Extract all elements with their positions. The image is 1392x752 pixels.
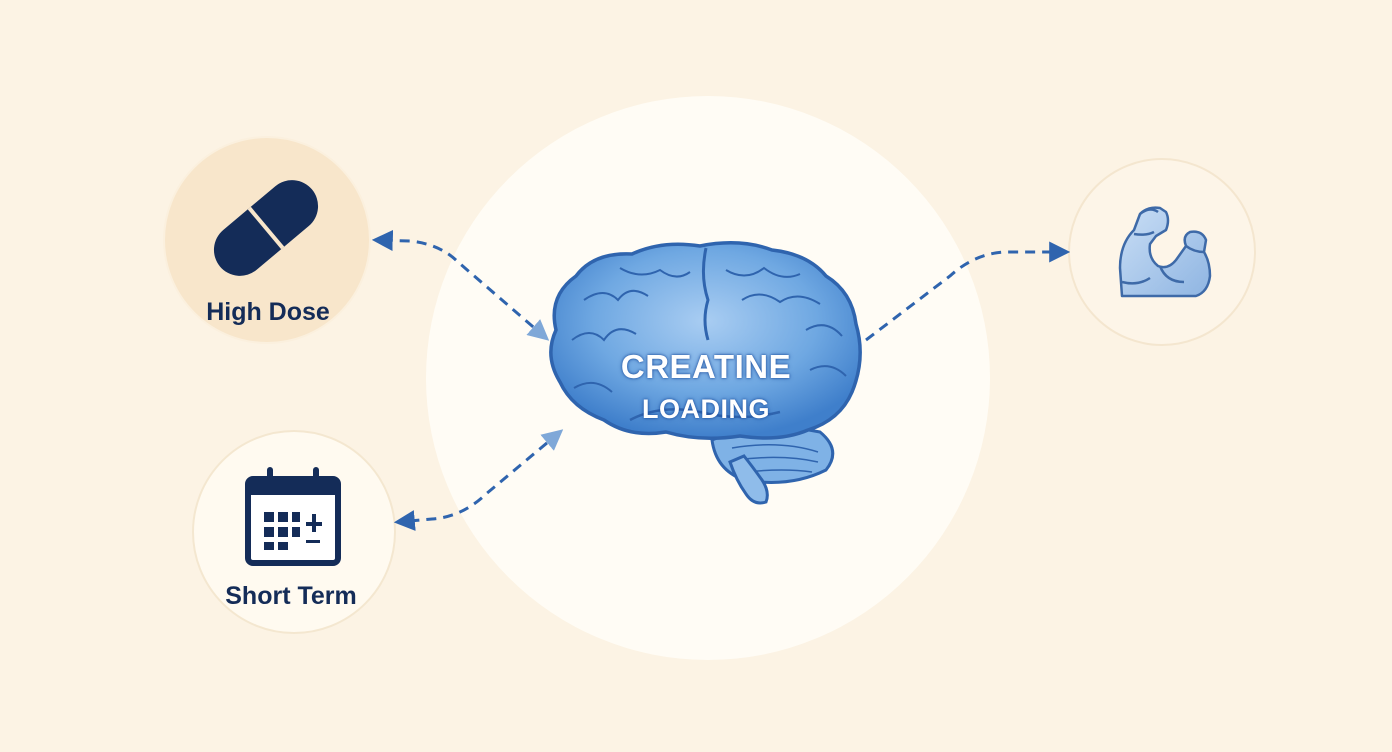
flexed-biceps-icon (1118, 206, 1212, 298)
short-term-label: Short Term (225, 582, 357, 610)
center-title-line2: LOADING (642, 394, 770, 424)
center-title-line1: CREATINE (620, 348, 792, 385)
pill-icon (213, 180, 319, 276)
calendar-icon (245, 467, 341, 566)
arrow-short-term (393, 429, 564, 531)
muscle-circle (1068, 158, 1256, 346)
arrow-high-dose (371, 229, 550, 341)
brain-icon (549, 241, 862, 505)
arrow-muscle (865, 241, 1071, 342)
high-dose-label: High Dose (206, 298, 330, 326)
